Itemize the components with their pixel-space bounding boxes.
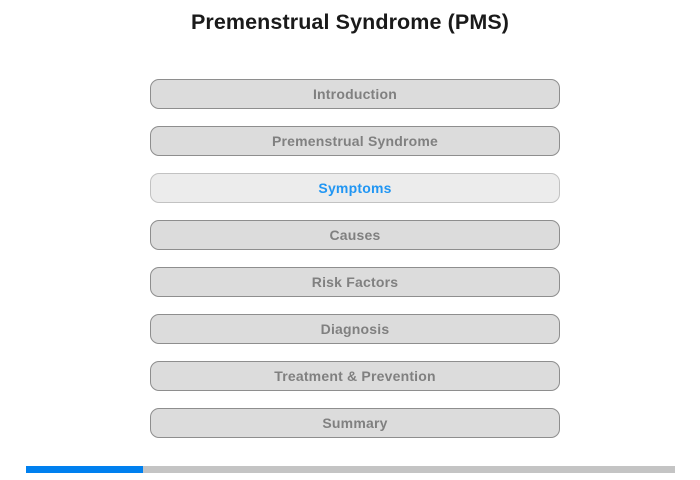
nav-button-risk-factors[interactable]: Risk Factors [150,267,560,297]
progress-bar-track[interactable] [26,466,675,473]
nav-button-label: Summary [322,415,388,431]
nav-button-summary[interactable]: Summary [150,408,560,438]
nav-button-symptoms[interactable]: Symptoms [150,173,560,203]
nav-button-label: Introduction [312,86,398,102]
page-title: Premenstrual Syndrome (PMS) [190,10,510,34]
nav-button-treatment-prevention[interactable]: Treatment & Prevention [150,361,560,391]
nav-button-label: Causes [329,227,381,243]
nav-button-label: Diagnosis [320,321,390,337]
nav-button-label: Symptoms [318,180,392,196]
nav-button-premenstrual-syndrome[interactable]: Premenstrual Syndrome [150,126,560,156]
nav-button-introduction[interactable]: Introduction [150,79,560,109]
progress-bar-fill [26,466,143,473]
nav-button-causes[interactable]: Causes [150,220,560,250]
nav-button-label: Treatment & Prevention [274,368,436,384]
nav-button-label: Premenstrual Syndrome [271,133,439,149]
nav-button-label: Risk Factors [311,274,399,290]
nav-button-diagnosis[interactable]: Diagnosis [150,314,560,344]
